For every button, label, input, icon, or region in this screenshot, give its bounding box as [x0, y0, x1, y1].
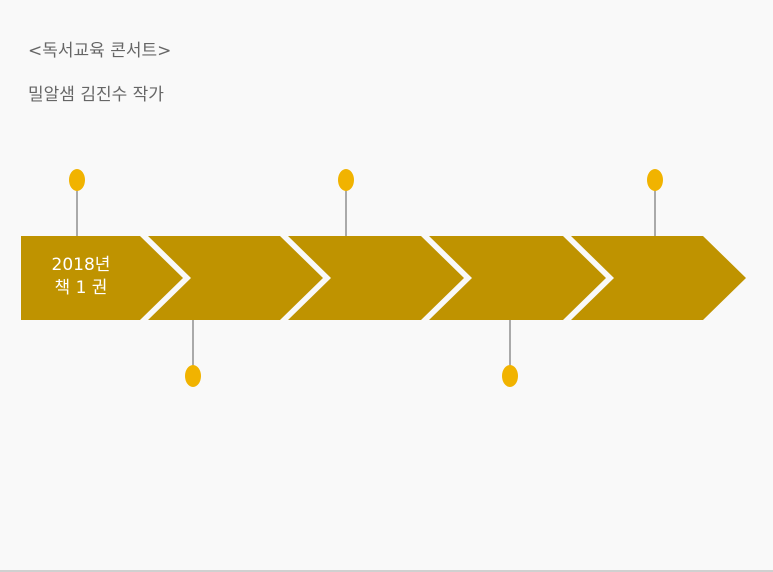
slide-subtitle: 밀알샘 김진수 작가	[28, 85, 164, 105]
label-year: 2018년	[51, 255, 111, 275]
pin-marker	[185, 365, 201, 387]
pin-marker	[647, 169, 663, 191]
pin-marker	[502, 365, 518, 387]
timeline-segment	[148, 236, 323, 320]
divider	[0, 570, 773, 572]
pin-marker	[338, 169, 354, 191]
label-count: 책 1 권	[54, 278, 108, 298]
timeline-first-label: 2018년 책 1 권	[21, 254, 141, 300]
timeline-segment	[21, 236, 183, 320]
slide-title: <독서교육 콘서트>	[28, 41, 172, 61]
timeline-segment	[288, 236, 464, 320]
timeline-segment	[571, 236, 746, 320]
pin-marker	[69, 169, 85, 191]
timeline-segment	[429, 236, 606, 320]
